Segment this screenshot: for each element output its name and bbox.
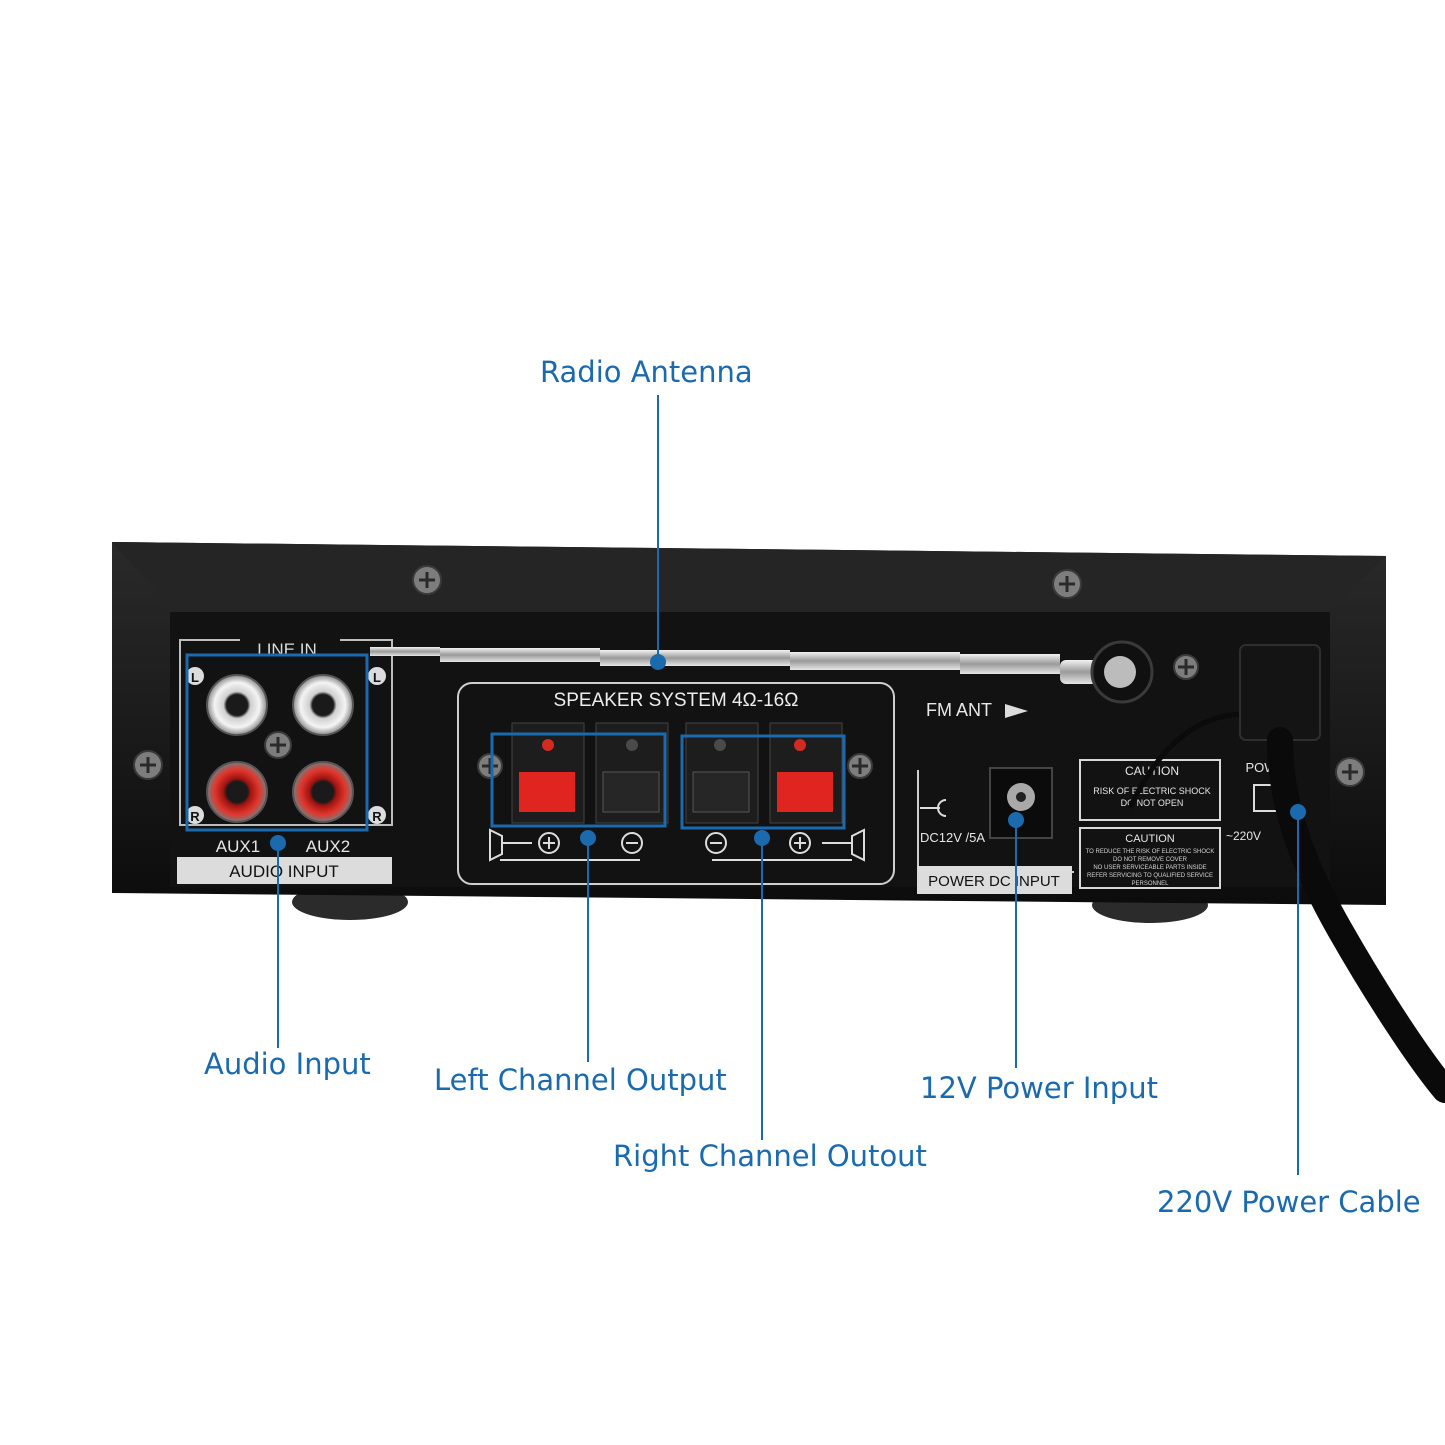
- right-output-highlight: [680, 734, 846, 830]
- callout-radio-antenna: Radio Antenna: [540, 355, 753, 389]
- left-output-highlight: [490, 732, 667, 828]
- speaker-system-label: SPEAKER SYSTEM 4Ω-16Ω: [554, 690, 799, 711]
- rca-jack-aux2-right[interactable]: [292, 761, 354, 823]
- caution-line1: RISK OF ELECTRIC SHOCK: [1093, 786, 1211, 796]
- power-dc-input-label-bg: [917, 866, 1072, 894]
- audio-input-highlight: [185, 653, 369, 832]
- terminal-left-minus[interactable]: [602, 771, 660, 813]
- callout-12v-power-input: 12V Power Input: [920, 1071, 1158, 1105]
- audio-input-label: AUDIO INPUT: [229, 862, 339, 881]
- caution-detail-label: [1079, 827, 1221, 889]
- channel-r-badge: R: [372, 809, 382, 824]
- aux1-label: AUX1: [216, 837, 260, 856]
- audio-input-label-bg: [177, 857, 392, 884]
- callout-220v-power-cable: 220V Power Cable: [1157, 1185, 1421, 1219]
- radio-antenna[interactable]: [370, 640, 1154, 704]
- channel-l-badge: L: [373, 670, 381, 685]
- rca-jack-aux1-right[interactable]: [206, 761, 268, 823]
- terminal-left-plus[interactable]: [519, 772, 575, 812]
- channel-r-badge: R: [190, 809, 200, 824]
- caution2-line: REFER SERVICING TO QUALIFIED SERVICE: [1087, 873, 1213, 879]
- terminal-right-minus[interactable]: [692, 771, 750, 813]
- caution2-line: PERSONNEL: [1131, 881, 1169, 887]
- polarity-symbols: [489, 828, 865, 862]
- callout-right-channel-output: Right Channel Outout: [613, 1139, 927, 1173]
- dc-polarity-icon: [920, 799, 947, 817]
- chassis-bevel: [112, 542, 1386, 620]
- ac-spec-label: ~220V: [1226, 829, 1261, 843]
- caution2-line: DO NOT REMOVE COVER: [1113, 857, 1188, 863]
- rca-jack-aux1-left[interactable]: [206, 674, 268, 736]
- callout-left-channel-output: Left Channel Output: [434, 1063, 727, 1097]
- arrow-right-icon: [1005, 704, 1028, 718]
- power-dc-input-label: POWER DC INPUT: [928, 873, 1060, 890]
- caution2-title: CAUTION: [1125, 833, 1175, 845]
- callout-audio-input: Audio Input: [204, 1047, 371, 1081]
- callout-leaders: [270, 395, 1306, 1175]
- dc-spec-label: DC12V /5A: [920, 830, 985, 845]
- speaker-system-frame: [457, 682, 895, 885]
- aux2-label: AUX2: [306, 837, 350, 856]
- rca-jack-aux2-left[interactable]: [292, 674, 354, 736]
- fm-ant-label: FM ANT: [926, 700, 992, 720]
- caution2-line: NO USER SERVICEABLE PARTS INSIDE: [1093, 865, 1206, 871]
- channel-l-badge: L: [191, 670, 199, 685]
- terminal-right-plus[interactable]: [777, 772, 833, 812]
- line-in-label-bg: [240, 638, 340, 656]
- caution2-line: TO REDUCE THE RISK OF ELECTRIC SHOCK: [1086, 849, 1215, 855]
- caution-label: [1079, 759, 1221, 821]
- caution-line2: DO NOT OPEN: [1121, 798, 1184, 808]
- power-cable[interactable]: [1127, 644, 1445, 1103]
